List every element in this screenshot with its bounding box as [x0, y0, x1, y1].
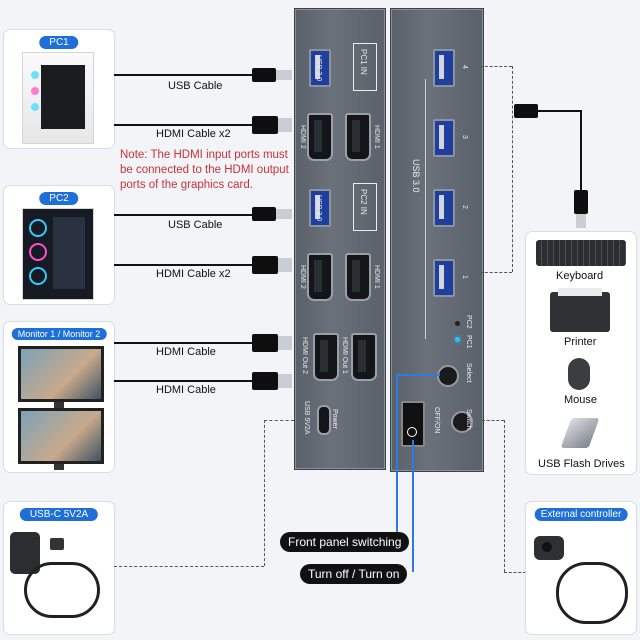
pc1-label: PC1 — [39, 36, 79, 49]
switch-label: Switch — [465, 409, 472, 430]
usb30-port[interactable] — [309, 49, 331, 87]
keyboard-icon — [536, 240, 626, 266]
usb-flash-icon — [560, 418, 600, 448]
hdmi2-port[interactable] — [307, 113, 333, 161]
hdmi1-port[interactable] — [345, 113, 371, 161]
usb-power-label: USB 5V2A — [303, 401, 310, 435]
select-label: Select — [465, 363, 472, 383]
hdmi1-port[interactable] — [345, 253, 371, 301]
external-switch-port[interactable] — [451, 411, 473, 433]
hdmi-plug-icon — [252, 334, 278, 352]
mouse-icon — [568, 358, 590, 390]
hdmi-out1-label: HDMI Out 1 — [341, 337, 348, 374]
turn-off-on-callout: Turn off / Turn on — [300, 564, 408, 584]
usb-cable-label: USB Cable — [168, 219, 223, 231]
port-number-3: 3 — [461, 135, 468, 139]
off-on-label: OFF/ON — [433, 407, 440, 434]
usb-port-4[interactable] — [433, 49, 455, 87]
hdmi-plug-icon — [252, 116, 278, 134]
hdmi-cable-label: HDMI Cable x2 — [156, 268, 231, 280]
select-button[interactable] — [437, 365, 459, 387]
usb-c-power-port[interactable] — [317, 405, 331, 435]
pc2-led-label: PC2 — [465, 315, 472, 329]
front-panel: USB 3.0 4 3 2 1 PC2 PC1 Select OFF/ON Sw… — [390, 8, 484, 472]
usb30-label: USB 3.0 — [315, 195, 322, 222]
usb-port-2[interactable] — [433, 189, 455, 227]
pc2-card: PC2 — [4, 186, 114, 304]
external-controller-card: External controller — [526, 502, 636, 634]
mouse-label: Mouse — [564, 394, 598, 406]
usb-port-3[interactable] — [433, 119, 455, 157]
pc1-led-label: PC1 — [465, 335, 472, 349]
pc2-led-icon — [455, 321, 460, 326]
port-number-1: 1 — [461, 275, 468, 279]
hdmi2-port[interactable] — [307, 253, 333, 301]
back-panel: USB 3.0 PC1 IN HDMI 2 HDMI 1 USB 3.0 PC2… — [294, 8, 386, 470]
hdmi-out2-port[interactable] — [313, 333, 339, 381]
keyboard-label: Keyboard — [556, 270, 604, 282]
monitor-icon — [18, 408, 104, 464]
hdmi-plug-icon — [252, 256, 278, 274]
printer-icon — [550, 292, 610, 332]
usb-plug-icon — [514, 104, 538, 118]
hdmi2-label: HDMI 2 — [299, 265, 306, 289]
pc1-in-label: PC1 IN — [359, 49, 368, 75]
pc1-card: PC1 — [4, 30, 114, 148]
usb-plug-icon — [252, 68, 276, 82]
hdmi-cable-label: HDMI Cable — [156, 384, 216, 396]
printer-label: Printer — [564, 336, 597, 348]
hdmi2-label: HDMI 2 — [299, 125, 306, 149]
front-switching-callout: Front panel switching — [280, 532, 410, 552]
power-adapter-card: USB-C 5V2A — [4, 502, 114, 634]
hdmi-cable-label: HDMI Cable — [156, 346, 216, 358]
usb30-front-label: USB 3.0 — [411, 159, 421, 193]
usb-plug-icon — [574, 190, 588, 214]
power-label: Power — [331, 409, 338, 429]
monitors-card: Monitor 1 / Monitor 2 — [4, 322, 114, 472]
hdmi-out2-label: HDMI Out 2 — [301, 337, 308, 374]
power-label: USB-C 5V2A — [19, 508, 99, 521]
note-text: Note: The HDMI input ports must be conne… — [120, 149, 289, 191]
monitor-icon — [18, 346, 104, 402]
port-number-2: 2 — [461, 205, 468, 209]
usb-cable-label: USB Cable — [168, 80, 223, 92]
peripherals-card: Keyboard Printer Mouse USB Flash Drives — [526, 232, 636, 474]
usb-port-1[interactable] — [433, 259, 455, 297]
pc1-led-icon — [455, 337, 460, 342]
usb-flash-label: USB Flash Drives — [538, 458, 625, 470]
usb-plug-icon — [252, 207, 276, 221]
usb30-port[interactable] — [309, 189, 331, 227]
pc-tower-icon — [22, 52, 94, 144]
port-number-4: 4 — [461, 65, 468, 69]
hdmi-plug-icon — [252, 372, 278, 390]
monitors-label: Monitor 1 / Monitor 2 — [11, 328, 107, 340]
hdmi1-label: HDMI 1 — [373, 265, 380, 289]
pc2-in-label: PC2 IN — [359, 189, 368, 215]
pc2-label: PC2 — [39, 192, 79, 205]
hdmi-cable-label: HDMI Cable x2 — [156, 128, 231, 140]
external-controller-label: External controller — [534, 508, 628, 521]
usb30-label: USB 3.0 — [315, 55, 322, 82]
hdmi-out1-port[interactable] — [351, 333, 377, 381]
hdmi1-label: HDMI 1 — [373, 125, 380, 149]
pc-tower-icon — [22, 208, 94, 300]
